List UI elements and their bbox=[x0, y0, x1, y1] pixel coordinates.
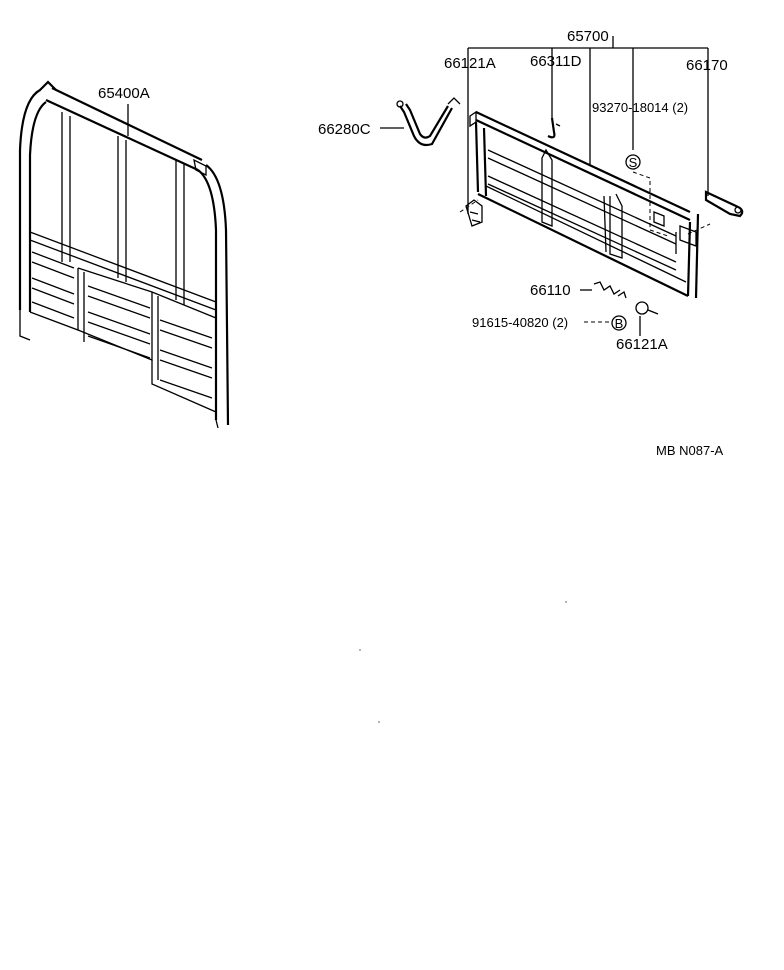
label-spring: 66110 bbox=[530, 282, 571, 299]
hook-part bbox=[547, 117, 561, 139]
label-hook: 66311D bbox=[530, 53, 582, 70]
stay-cable bbox=[380, 97, 461, 147]
label-tailgate-assy: 65700 bbox=[567, 28, 609, 45]
tailgate-assy bbox=[459, 36, 711, 299]
marker-s-label: S bbox=[629, 155, 638, 170]
hinge-right-part bbox=[584, 301, 659, 336]
label-lock: 66170 bbox=[686, 57, 728, 74]
marker-b: B bbox=[611, 315, 627, 331]
spring-part bbox=[580, 281, 627, 299]
label-hinge-right: 66121A bbox=[616, 336, 668, 353]
diagram-code: MB N087-A bbox=[656, 443, 724, 458]
label-hinge-left: 66121A bbox=[444, 55, 496, 72]
marker-b-label: B bbox=[615, 316, 624, 331]
label-rear-panel: 65400A bbox=[98, 85, 150, 102]
rear-panel-frame bbox=[18, 80, 230, 429]
label-stay-cable: 66280C bbox=[318, 121, 371, 138]
label-screw-s: 93270-18014 (2) bbox=[592, 100, 688, 115]
marker-s: S bbox=[625, 154, 641, 170]
lock-part bbox=[704, 190, 744, 218]
label-bolt-b: 91615-40820 (2) bbox=[472, 315, 568, 330]
